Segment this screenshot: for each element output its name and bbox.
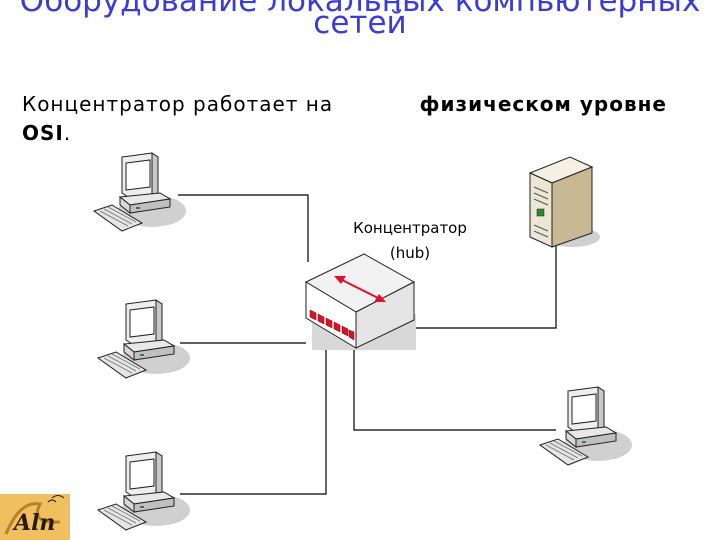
bidirectional-arrow-icon bbox=[334, 276, 386, 302]
desktop-computer-icon bbox=[539, 386, 633, 466]
link-ws3-hub bbox=[180, 343, 327, 495]
desc-bold: физическом уровне bbox=[419, 92, 667, 116]
hub-label-line1: Концентратор bbox=[353, 219, 467, 237]
logo-text: Aln bbox=[12, 510, 55, 536]
server bbox=[528, 156, 600, 248]
hub-label: Концентратор (hub) bbox=[330, 216, 490, 266]
slide-title-line2: сетей bbox=[313, 5, 407, 41]
hub-label-line2: (hub) bbox=[389, 244, 431, 262]
desktop-computer-icon bbox=[97, 451, 191, 531]
academy-logo-icon: Aln bbox=[0, 494, 70, 540]
hub-ports bbox=[309, 309, 355, 341]
hub bbox=[304, 253, 416, 350]
server-tower-icon bbox=[528, 156, 600, 248]
desc-bold-osi: OSI bbox=[22, 121, 64, 145]
slide-title-line1: Оборудование локальных компьютерных bbox=[19, 0, 701, 19]
link-hub-ws4 bbox=[353, 343, 556, 431]
desc-period: . bbox=[63, 121, 72, 145]
hub-icon bbox=[304, 253, 416, 350]
slide-description: Концентратор работает на физическом уров… bbox=[22, 90, 667, 148]
desktop-computer-icon bbox=[97, 299, 191, 379]
workstation-3 bbox=[97, 451, 191, 531]
workstation-2 bbox=[97, 299, 191, 379]
workstation-1 bbox=[93, 152, 187, 232]
desktop-computer-icon bbox=[93, 152, 187, 232]
desc-text: Концентратор работает на bbox=[22, 92, 334, 116]
workstation-4 bbox=[539, 386, 633, 466]
link-ws1-hub bbox=[178, 194, 309, 262]
